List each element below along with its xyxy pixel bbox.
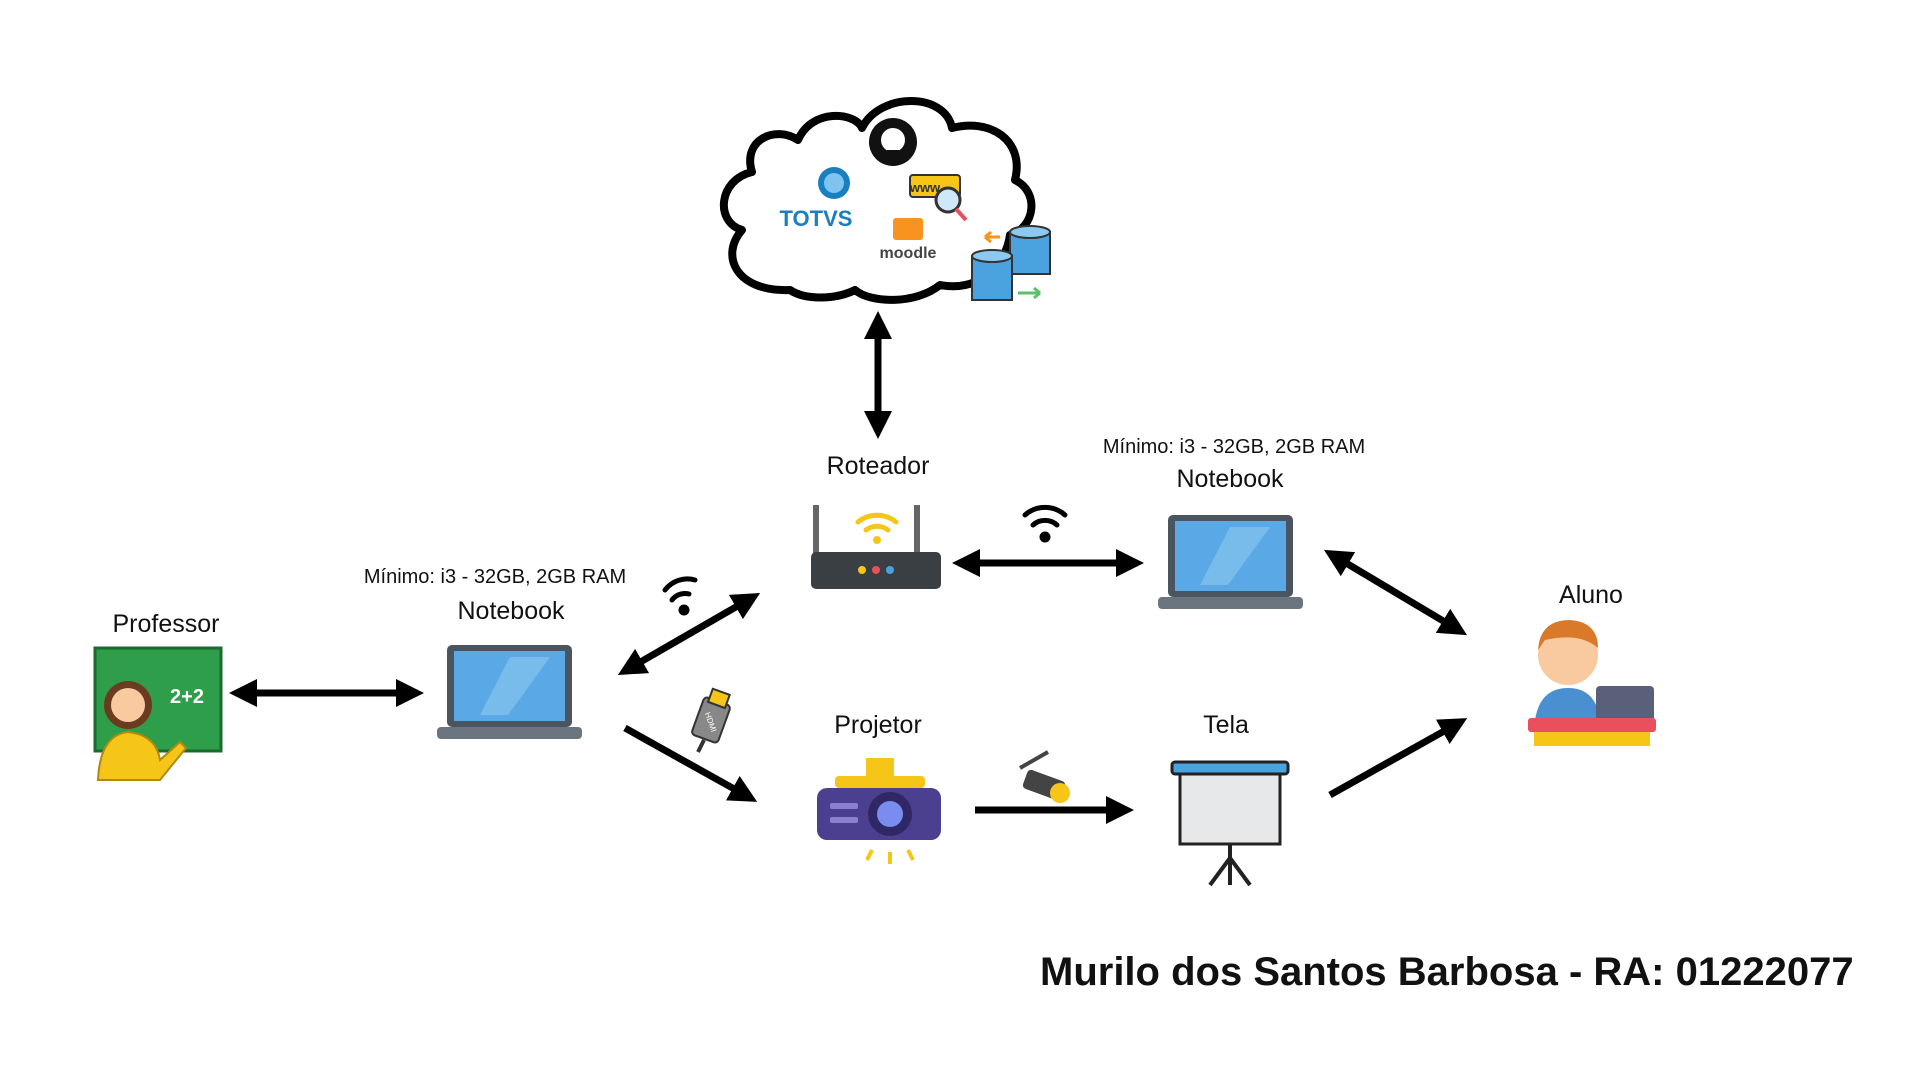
router-label: Roteador [826, 452, 930, 480]
cloud-icon [719, 97, 1036, 304]
professor-icon [93, 646, 223, 781]
tela-label: Tela [1203, 711, 1249, 739]
professor-label: Professor [112, 610, 220, 638]
light-beam-icon [1019, 750, 1070, 803]
notebook-right-icon [1158, 515, 1303, 609]
aluno-label: Aluno [1559, 581, 1623, 609]
projection-screen-icon [1170, 760, 1290, 887]
notebook-left-spec: Mínimo: i3 - 32GB, 2GB RAM [363, 566, 627, 588]
projector-icon [817, 758, 941, 864]
arrow-notebook-projetor [623, 724, 758, 802]
wifi-icon [662, 576, 698, 616]
wifi-icon [1022, 504, 1068, 543]
www-search-icon [909, 174, 968, 222]
board-math-text: 2+2 [170, 686, 204, 708]
totvs-label: TOTVS [780, 206, 853, 231]
notebook-left-label: Notebook [457, 597, 565, 625]
moodle-logo-icon [893, 218, 923, 240]
arrow-notebook-router [617, 593, 761, 675]
www-label: www [909, 180, 941, 195]
author-signature: Murilo dos Santos Barbosa - RA: 01222077 [1040, 950, 1854, 994]
router-icon [811, 505, 941, 589]
projetor-label: Projetor [834, 711, 922, 739]
connection-arrows [229, 311, 1468, 824]
student-icon [1528, 620, 1656, 746]
notebook-right-spec: Mínimo: i3 - 32GB, 2GB RAM [1102, 436, 1366, 458]
hdmi-cable-icon [691, 687, 731, 753]
totvs-logo-icon [818, 167, 850, 199]
arrow-tela-aluno [1328, 718, 1468, 799]
database-icon [971, 225, 1051, 301]
github-icon [869, 118, 917, 166]
notebook-left-icon [437, 645, 582, 739]
moodle-label: moodle [880, 245, 937, 262]
arrow-notebook-aluno [1323, 549, 1468, 636]
notebook-right-label: Notebook [1176, 465, 1284, 493]
